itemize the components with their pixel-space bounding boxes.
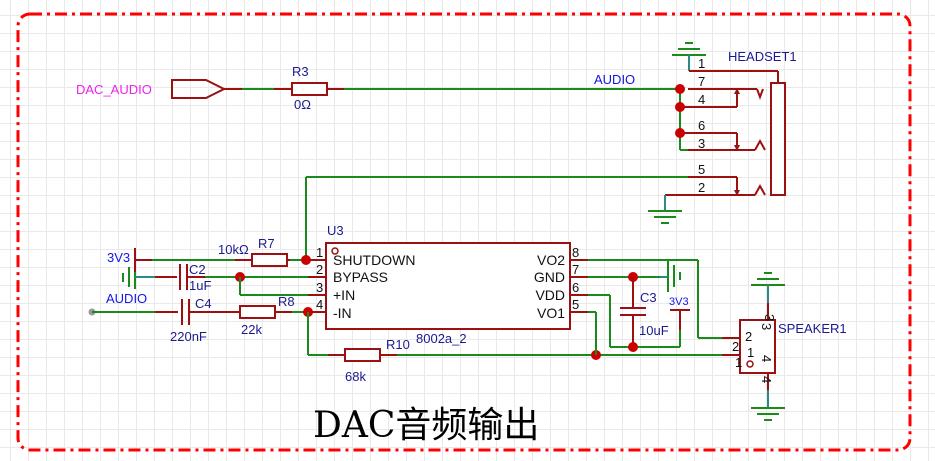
r10-designator: R10 (386, 337, 410, 352)
u3-pin-name-bypass: BYPASS (333, 269, 388, 285)
junction (301, 255, 311, 265)
dac-audio-port[interactable] (171, 79, 227, 99)
speaker-inner-pin-1: 1 (747, 345, 754, 360)
u3-pin-name-vo2: VO2 (537, 252, 565, 268)
ground-symbol-left (122, 267, 136, 289)
resistor-r3[interactable] (291, 82, 328, 96)
u3-pin-name-shutdown: SHUTDOWN (333, 252, 415, 268)
capacitor-c3[interactable] (620, 307, 646, 316)
resistor-r7[interactable] (251, 253, 288, 267)
c4-designator: C4 (195, 296, 212, 311)
u3-pin-num-2: 2 (316, 262, 323, 277)
u3-pin-num-1: 1 (316, 245, 323, 260)
r8-value: 22k (241, 322, 262, 337)
c2-designator: C2 (189, 262, 206, 277)
r7-designator: R7 (258, 236, 275, 251)
r8-designator: R8 (278, 294, 295, 309)
u3-pin-name-vdd: VDD (535, 287, 565, 303)
u3-pin-num-3: 3 (316, 280, 323, 295)
ground-symbol-headset-bottom (648, 210, 682, 224)
u3-pin-num-8: 8 (572, 245, 579, 260)
headset-pin-5: 5 (698, 162, 705, 177)
u3-pin-num-6: 6 (572, 280, 579, 295)
headset-pin-4: 4 (698, 92, 705, 107)
headset-pin-7: 7 (698, 74, 705, 89)
junction (675, 128, 685, 138)
net-label-3v3-left: 3V3 (107, 250, 130, 265)
u3-pin-num-4: 4 (316, 297, 323, 312)
capacitor-c4[interactable] (181, 299, 190, 325)
ground-symbol-headset (672, 42, 706, 71)
u3-pin-name-minus-in: -IN (333, 305, 352, 321)
speaker-inner-pin-4: 4 (759, 355, 774, 362)
u3-pin-num-7: 7 (572, 262, 579, 277)
net-label-audio-top: AUDIO (594, 72, 635, 87)
r3-value: 0Ω (294, 97, 311, 112)
headset-body[interactable] (770, 82, 786, 196)
junction (675, 102, 685, 112)
u3-pin-name-gnd: GND (534, 269, 565, 285)
ground-symbol-speaker-bottom (751, 390, 785, 421)
headset-pin-1: 1 (698, 56, 705, 71)
net-label-3v3-right: 3V3 (669, 296, 689, 308)
ground-symbol-speaker-top (751, 272, 785, 303)
speaker1-designator: SPEAKER1 (778, 321, 847, 336)
headset-pin-6: 6 (698, 118, 705, 133)
junction (675, 84, 685, 94)
u3-designator: U3 (327, 223, 344, 238)
junction (628, 342, 638, 352)
speaker-outer-pin-4: 4 (759, 376, 774, 383)
speaker-outer-pin-1: 1 (735, 355, 742, 370)
c2-value: 1uF (189, 278, 211, 293)
c3-value: 10uF (639, 323, 669, 338)
u3-part: 8002a_2 (416, 331, 467, 346)
r7-value: 10kΩ (218, 242, 249, 257)
speaker-outer-pin-3: 3 (762, 314, 777, 321)
u3-pin-num-5: 5 (572, 297, 579, 312)
c3-designator: C3 (640, 290, 657, 305)
c4-value: 220nF (170, 329, 207, 344)
sheet-border (16, 12, 912, 452)
resistor-r8[interactable] (239, 305, 276, 319)
headset-pin-2: 2 (698, 180, 705, 195)
resistor-r10[interactable] (344, 348, 381, 362)
ground-symbol-right (673, 265, 681, 287)
r10-value: 68k (345, 369, 366, 384)
speaker-inner-pin-3: 3 (759, 323, 774, 330)
r3-designator: R3 (292, 64, 309, 79)
dac-audio-port-label: DAC_AUDIO (76, 82, 152, 97)
speaker-body[interactable] (739, 319, 776, 374)
ic-u3[interactable] (325, 242, 571, 330)
capacitor-c2[interactable] (179, 264, 188, 290)
headset-pin-3: 3 (698, 136, 705, 151)
headset1-designator: HEADSET1 (728, 49, 797, 64)
speaker-outer-pin-2: 2 (732, 339, 739, 354)
u3-pin-name-plus-in: +IN (333, 287, 355, 303)
u3-pin-name-vo1: VO1 (537, 305, 565, 321)
sheet-title: DAC音频输出 (313, 405, 539, 446)
net-label-audio-left: AUDIO (106, 291, 147, 306)
speaker-inner-pin-2: 2 (745, 329, 752, 344)
